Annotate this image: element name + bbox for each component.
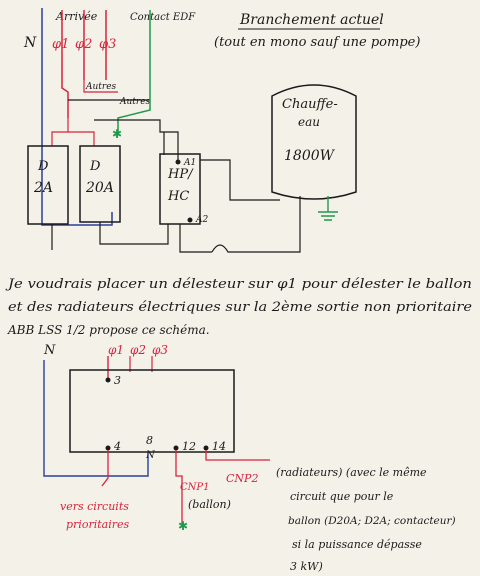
terminal-4-dot [105,445,111,451]
top-subtitle: (tout en mono sauf une pompe) [214,35,420,50]
note-line-1: (radiateurs) (avec le même [276,466,427,479]
top-phase-3: φ3 [99,37,116,52]
text-line-2: et des radiateurs électriques sur la 2èm… [8,300,472,315]
terminal-12: 12 [182,440,196,453]
heater-power: 1800W [284,148,336,164]
feed-to-breakers [51,118,95,146]
breaker-d2a-line1: D [37,159,49,174]
terminal-n: N [145,450,156,461]
autres-branch-1 [83,80,118,93]
cnp1-output-wire [175,450,183,524]
top-phase-1: φ1 [52,37,69,52]
text-line-1: Je voudrais placer un délesteur sur φ1 p… [5,277,472,292]
note-line-3: ballon (D20A; D2A; contacteur) [288,515,456,527]
contactor-a1-dot [175,159,181,165]
terminal-4: 4 [113,440,121,453]
terminal-8: 8 [146,434,153,447]
load-shedder-box [69,369,235,453]
contact-edf-wire [117,10,151,132]
note-line-4: si la puissance dépasse [292,538,422,551]
green-star-2-icon: ✱ [178,519,188,533]
note-line-2: circuit que pour le [290,490,394,503]
bottom-phase-3: φ3 [152,343,168,357]
breaker-d20a-line2: 20A [85,180,114,196]
breaker-d2a [27,145,69,225]
bottom-phase-2: φ2 [130,343,146,357]
prio-line-2: prioritaires [66,518,129,531]
top-autres-1: Autres [85,82,117,92]
breaker-d2a-line2: 2A [33,180,53,196]
terminal-3-dot [105,377,111,383]
terminal-14: 14 [212,440,226,453]
heater-line1: Chauffe- [282,97,338,112]
cnp2-output-wire [205,450,270,461]
breaker-d20a-line1: D [89,159,101,174]
contactor-a2-dot [187,217,193,223]
top-title: Branchement actuel [239,12,384,28]
bottom-label-n: N [43,343,56,358]
contactor-a1: A1 [183,158,196,168]
contactor-a2: A2 [195,215,208,225]
contactor-line2: HC [167,189,189,204]
prio-line-1: vers circuits [60,500,129,513]
note-line-5: 3 kW) [290,560,323,573]
text-line-3: ABB LSS 1/2 propose ce schéma. [7,323,210,337]
top-autres-2: Autres [119,97,151,107]
top-phase1-wire [61,10,69,118]
heater-wire-1 [200,159,280,201]
cnp2-label: CNP2 [226,472,258,485]
top-label-n: N [23,35,37,51]
top-label-contact-edf: Contact EDF [130,12,196,23]
contactor-line1: HP/ [167,167,194,182]
heater-line2: eau [298,115,320,129]
terminal-3: 3 [114,374,121,387]
top-neutral-wire [41,8,113,226]
terminal-14-dot [203,445,209,451]
green-star-icon: ✱ [112,127,122,141]
heater-wire-2 [211,196,301,253]
contactor-feed [94,119,179,160]
bottom-phase-1: φ1 [108,343,124,357]
top-label-arrivee: Arrivée [55,10,98,23]
water-heater [271,84,357,200]
breaker-bottom-wires [51,222,212,253]
bottom-neutral-wire [43,360,149,477]
cnp1-line-2: (ballon) [188,498,231,511]
cnp1-line-1: CNP1 [180,482,210,493]
ground-icon [318,196,338,221]
terminal-12-dot [173,445,179,451]
priority-output-wire [101,450,109,487]
